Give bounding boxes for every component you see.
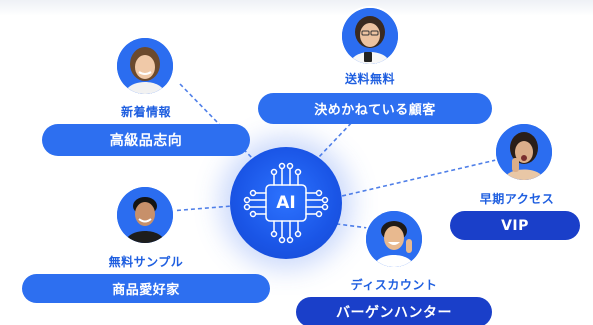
tag-high-end: 新着情報: [120, 105, 171, 119]
person-icon: [496, 124, 552, 180]
segment-pill-enthusiast: 商品愛好家: [22, 274, 270, 303]
tag-undecided: 送料無料: [344, 72, 395, 86]
avatar-undecided: [342, 8, 398, 64]
segment-pill-undecided: 決めかねている顧客: [258, 93, 492, 124]
person-icon: [366, 211, 422, 267]
tag-vip: 早期アクセス: [479, 192, 555, 206]
ai-label: AI: [276, 193, 296, 213]
avatar-bargain: [366, 211, 422, 267]
person-icon: [117, 38, 173, 94]
connector-vip: [341, 159, 497, 197]
person-icon: [117, 187, 173, 243]
connector-enthusiast: [169, 205, 233, 212]
tag-enthusiast: 無料サンプル: [108, 255, 184, 269]
avatar-high-end: [117, 38, 173, 94]
person-icon: [342, 8, 398, 64]
segment-pill-high-end: 高級品志向: [42, 124, 250, 156]
segment-pill-vip: VIP: [450, 211, 580, 240]
avatar-enthusiast: [117, 187, 173, 243]
ai-chip-icon: AI: [230, 147, 342, 259]
circuit-icon: [243, 162, 329, 244]
avatar-vip: [496, 124, 552, 180]
tag-bargain: ディスカウント: [350, 278, 438, 292]
segment-pill-bargain: バーゲンハンター: [296, 297, 492, 325]
connector-undecided: [317, 117, 357, 159]
